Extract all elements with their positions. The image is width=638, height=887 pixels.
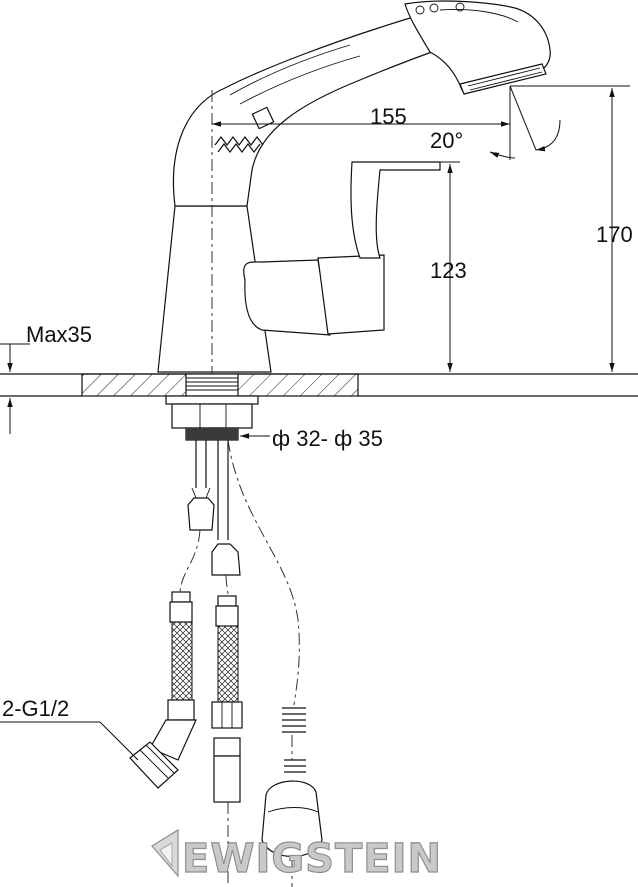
- countertop: [0, 373, 638, 397]
- mounting-shank: [165, 373, 259, 441]
- dim-connection: 2-G1/2: [2, 696, 69, 721]
- dimension-lines: [0, 85, 630, 761]
- faucet-body: [157, 0, 551, 440]
- pullout-spray-hose: [227, 439, 323, 887]
- dim-spray-angle: 20°: [430, 128, 463, 153]
- dim-hole-diameter: ф 32- ф 35: [272, 426, 383, 451]
- lever-handle: [243, 161, 441, 336]
- dim-max-thickness: Max35: [26, 322, 92, 347]
- brand-name: EWIGSTEIN: [182, 836, 442, 882]
- brand-logo: EWIGSTEIN: [151, 828, 442, 883]
- dim-total-height: 170: [596, 222, 633, 247]
- dim-handle-height: 123: [430, 258, 467, 283]
- dim-spout-reach: 155: [370, 104, 407, 129]
- supply-hoses: [129, 440, 243, 887]
